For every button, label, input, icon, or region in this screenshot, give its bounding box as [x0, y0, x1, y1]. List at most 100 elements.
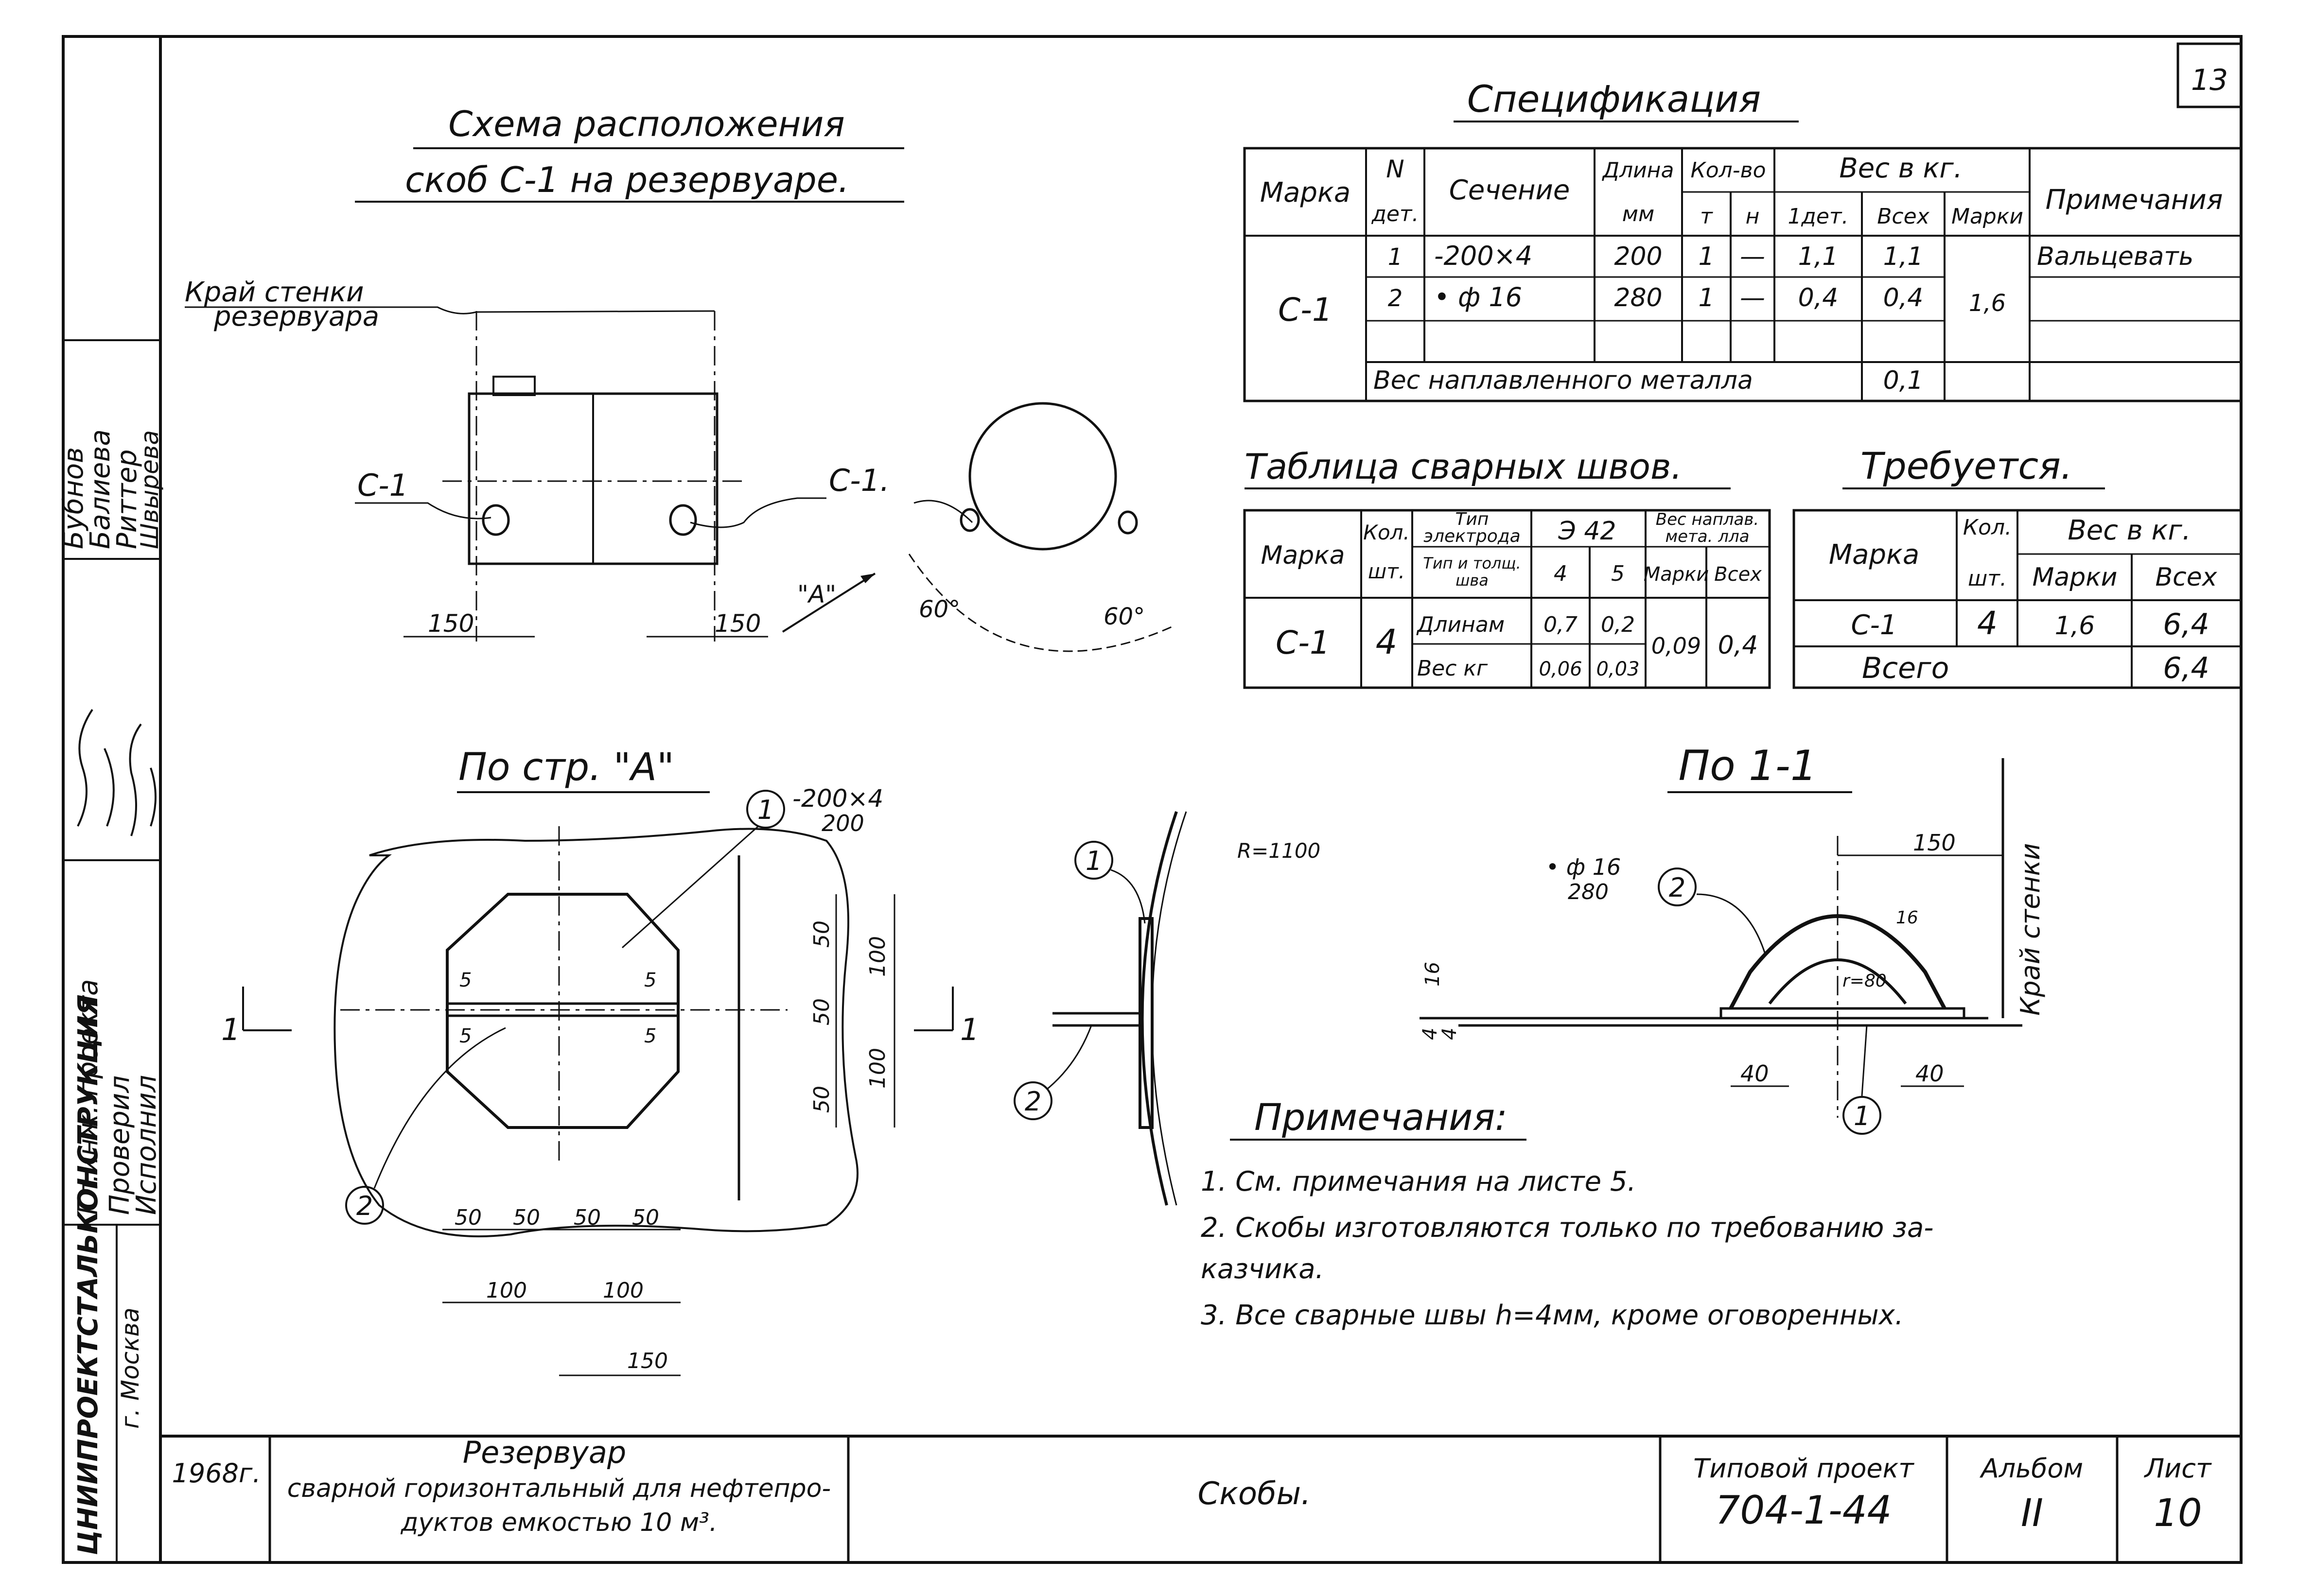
org-city: г. Москва: [116, 1307, 144, 1429]
label: Тип и толщ.: [1423, 554, 1521, 572]
label: • ф 16: [1546, 854, 1621, 880]
edge-label-1: Край стенки: [185, 277, 364, 308]
tank-hatch: [492, 376, 536, 396]
callout-1: 1: [757, 795, 774, 825]
label: 50: [574, 1205, 601, 1230]
label: С-1: [1276, 624, 1330, 661]
section-title: По 1-1: [1678, 742, 1817, 790]
label: 280: [1614, 283, 1662, 312]
label: 100: [486, 1278, 527, 1303]
drawing-name: Скобы.: [1198, 1476, 1311, 1512]
label: дуктов емкостью 10 м³.: [401, 1508, 718, 1537]
label: 150: [1913, 830, 1956, 856]
bracket-left: [482, 504, 510, 536]
role-3: Исполнил: [131, 1075, 162, 1215]
layout-title-2: скоб С-1 на резервуаре.: [405, 159, 849, 200]
list-item: 2. Скобы изготовляются только по требова…: [1201, 1212, 1933, 1244]
label: С-1: [1851, 609, 1897, 641]
label: 0,03: [1596, 658, 1639, 680]
required-title: Требуется.: [1860, 444, 2072, 487]
label: 50: [455, 1205, 482, 1230]
welds-title: Таблица сварных швов.: [1245, 446, 1682, 487]
label: дет.: [1371, 202, 1419, 226]
plate-outline: [333, 828, 859, 1237]
label: Кол.: [1963, 515, 2012, 540]
label: Вес наплавленного металла: [1373, 366, 1753, 395]
label: Кол-во: [1690, 158, 1766, 183]
section-1-1: По 1-1 150 • ф 16 280 2 1 r=80 16 16 4 4…: [1419, 742, 2046, 1135]
label: 1,1: [1883, 242, 1924, 271]
label: 0,2: [1601, 612, 1635, 637]
label: 2: [1025, 1086, 1041, 1117]
spec-table: Спецификация Марка N дет. Сечение Длина …: [1243, 77, 2243, 402]
notes-title: Примечания:: [1254, 1095, 1508, 1139]
layout-title-1: Схема расположения: [448, 104, 844, 144]
label: 4: [1376, 622, 1398, 662]
label: 4: [1438, 1028, 1461, 1040]
label: Марки: [1951, 204, 2023, 229]
label: Вальцевать: [2037, 242, 2193, 271]
label: 4: [1419, 1028, 1441, 1040]
list-item: 3. Все сварные швы h=4мм, кроме оговорен…: [1201, 1300, 1904, 1331]
welds-table: Таблица сварных швов. Марка Кол. шт. Тип…: [1243, 446, 1771, 689]
label: Резервуар: [463, 1435, 627, 1470]
c1-right-label: С-1.: [829, 463, 890, 498]
label: Марка: [1260, 177, 1350, 208]
label: мм: [1622, 202, 1654, 226]
outer-frame: [62, 35, 2243, 1564]
label: N: [1386, 155, 1404, 183]
label: -200×4: [1434, 241, 1532, 271]
label: 5: [644, 969, 656, 991]
label: н: [1746, 204, 1760, 229]
label: т: [1700, 204, 1713, 229]
label: шва: [1455, 571, 1489, 590]
radius-label: R=1100: [1237, 839, 1320, 863]
label: Длинам: [1416, 612, 1505, 637]
label: 16: [1421, 962, 1444, 987]
label: 40: [1915, 1060, 1944, 1087]
label: 0,1: [1883, 366, 1924, 395]
octagon-plate: [446, 893, 680, 1129]
label: 1: [1388, 243, 1403, 271]
label: 50: [809, 1086, 834, 1113]
table-row: 1 -200×4 200 1 — 1,1 1,1 Вальцевать: [1388, 241, 2194, 271]
label: 100: [865, 1048, 890, 1089]
label: 16: [1896, 908, 1918, 928]
label: 1,1: [1798, 242, 1839, 271]
label: 2: [1669, 872, 1685, 903]
label: сварной горизонтальный для нефтепро-: [287, 1474, 831, 1503]
label: Типовой проект: [1693, 1453, 1914, 1484]
label: Марка: [1829, 539, 1919, 571]
label: шт.: [1968, 566, 2007, 591]
spec-mark: С-1: [1278, 291, 1333, 329]
label: 1: [221, 1012, 240, 1047]
label: Всех: [1877, 204, 1929, 229]
label: 1: [1854, 1101, 1870, 1131]
label: 50: [513, 1205, 540, 1230]
label: Марка: [1261, 541, 1345, 570]
label: 0,06: [1539, 658, 1582, 680]
label: 0,09: [1651, 633, 1701, 659]
name-2: Балиева: [85, 429, 116, 549]
label: 200: [822, 810, 864, 836]
label: шт.: [1368, 559, 1405, 583]
required-table: Требуется. Марка Кол. шт. Вес в кг. Марк…: [1792, 444, 2243, 689]
label: 1: [1698, 283, 1714, 312]
label: • ф 16: [1434, 282, 1522, 312]
org-name: ЦНИИПРОЕКТСТАЛЬКОНСТРУКЦИЯ: [72, 994, 104, 1555]
label: 5: [1611, 561, 1625, 586]
role-2: Проверил: [104, 1076, 136, 1215]
label: 50: [809, 920, 834, 948]
label: 0,4: [1798, 283, 1839, 312]
edge-label-2: резервуара: [213, 301, 379, 332]
label: Марки: [1644, 563, 1709, 586]
label: 5: [459, 1025, 472, 1047]
c1-left-label: С-1: [357, 468, 408, 503]
bracket-side-view: 1 2 R=1100: [1014, 811, 1320, 1206]
label: Край стенки: [2015, 843, 2046, 1016]
label: —: [1740, 283, 1765, 312]
label: Вес наплав.: [1656, 510, 1759, 529]
view-a-title: По стр. "А": [458, 746, 674, 789]
project-number: 704-1-44: [1715, 1488, 1892, 1533]
label: 0,7: [1543, 612, 1578, 637]
